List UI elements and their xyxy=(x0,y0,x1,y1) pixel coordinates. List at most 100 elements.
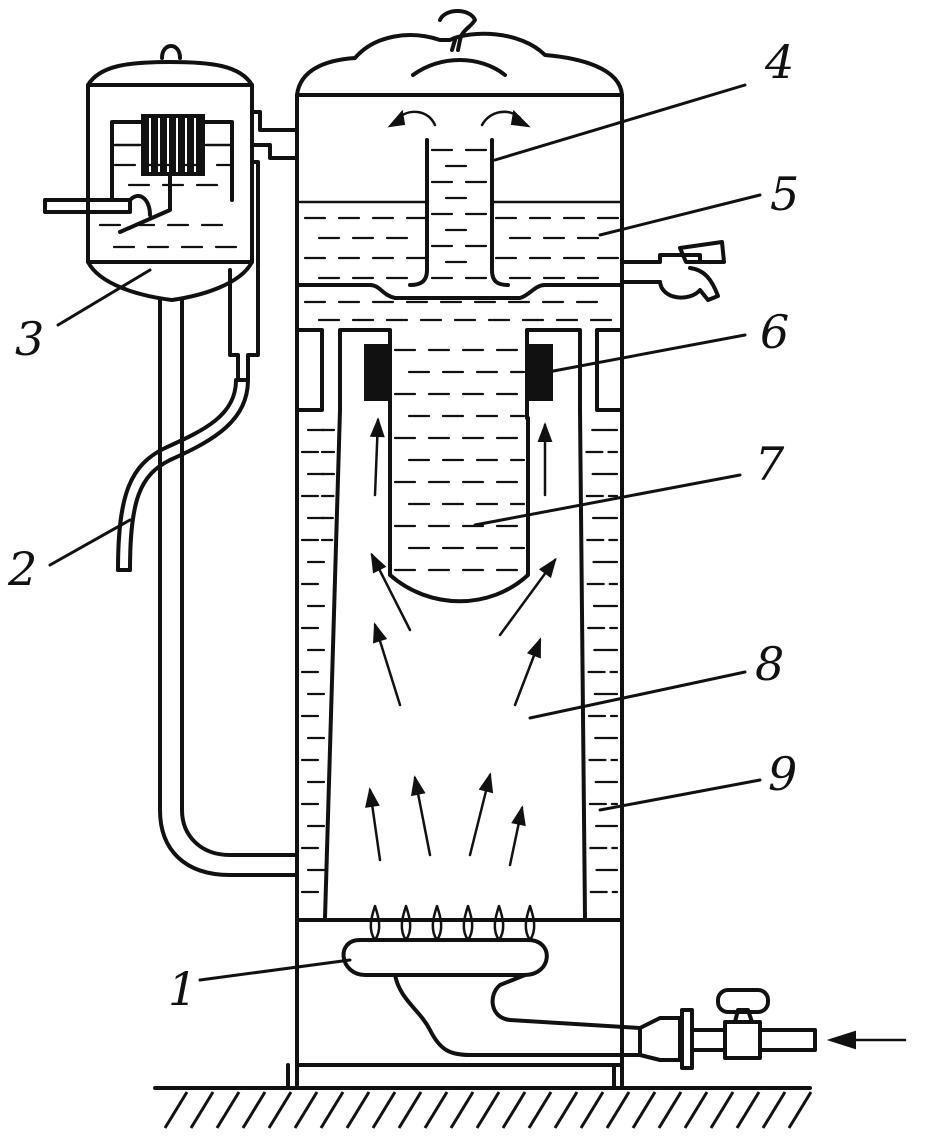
hatch-line xyxy=(215,1091,241,1129)
burner xyxy=(341,904,642,1057)
leader-2 xyxy=(48,518,132,567)
flow-arrowhead xyxy=(537,422,553,442)
flame xyxy=(524,904,536,942)
burner-flames xyxy=(369,904,536,942)
inlet-valve xyxy=(128,194,152,217)
hatch-line xyxy=(423,1091,449,1129)
label-5: 5 xyxy=(770,167,799,221)
combustion-chamber xyxy=(323,408,587,920)
coil-box-right xyxy=(525,328,582,420)
water-inner-pocket xyxy=(393,348,526,572)
hatch-line xyxy=(527,1091,553,1129)
heater-body xyxy=(286,9,624,1090)
hatch-line xyxy=(579,1091,605,1129)
float-ribs xyxy=(149,118,196,172)
vent-arrowhead-left xyxy=(387,109,406,128)
flame xyxy=(431,904,443,942)
overflow-pipe-outer xyxy=(128,378,250,572)
flow-arrowhead xyxy=(365,787,380,808)
gas-inlet xyxy=(638,988,907,1070)
flow-arrowhead xyxy=(478,772,494,794)
hatch-line xyxy=(787,1091,813,1129)
inlet-flange xyxy=(680,1008,694,1070)
water-upper-tank xyxy=(298,148,622,322)
flow-arrowhead xyxy=(369,417,385,438)
inner-pocket-outline xyxy=(388,416,530,604)
side-box-left xyxy=(295,328,324,412)
connector-top-upper xyxy=(250,110,299,132)
flow-arrowhead xyxy=(526,637,542,659)
tap-handle xyxy=(678,240,726,264)
hot-water-tap xyxy=(620,240,726,302)
gas-supply-pipe xyxy=(758,1028,817,1052)
callouts: 1 2 3 4 5 6 7 8 9 xyxy=(7,35,799,1016)
leader-7 xyxy=(473,473,742,527)
hatch-line xyxy=(449,1091,475,1129)
upper-tank-bottom xyxy=(295,283,624,300)
float-tank-knob xyxy=(160,44,182,60)
flame xyxy=(493,904,505,942)
hatch-line xyxy=(345,1091,371,1129)
label-6: 6 xyxy=(760,305,789,359)
burner-head xyxy=(341,938,549,977)
feed-pipe-outer xyxy=(158,298,299,877)
overflow-pipe-inner xyxy=(116,378,238,572)
connector-side-pipe xyxy=(250,160,260,270)
heat-element-left xyxy=(364,344,388,401)
tap-body xyxy=(620,253,722,284)
chamber-wall-right xyxy=(578,408,587,920)
hatch-line xyxy=(683,1091,709,1129)
top-handle xyxy=(438,9,477,52)
label-4: 4 xyxy=(764,35,794,89)
connector-top-lower xyxy=(250,143,299,160)
flue-gas-arrows xyxy=(365,417,557,867)
leader-6 xyxy=(546,333,747,374)
hatch-line xyxy=(267,1091,293,1129)
flame xyxy=(369,904,381,942)
flow-arrowhead xyxy=(538,557,557,579)
hatch-line xyxy=(631,1091,657,1129)
upper-tank xyxy=(295,109,624,322)
supply-pipes xyxy=(116,268,299,877)
label-7: 7 xyxy=(755,437,785,491)
heat-exchanger xyxy=(295,328,624,420)
water-inlet-pipe xyxy=(43,198,132,214)
leader-9 xyxy=(598,778,762,812)
burner-manifold xyxy=(393,973,642,1057)
inlet-pipe xyxy=(690,1028,727,1052)
float-lever xyxy=(118,173,172,234)
leader-3 xyxy=(56,268,152,327)
hatch-line xyxy=(735,1091,761,1129)
coil-box-left xyxy=(338,328,392,420)
side-box-right xyxy=(595,328,624,412)
flame xyxy=(400,904,412,942)
hatch-line xyxy=(553,1091,579,1129)
hatch-line xyxy=(397,1091,423,1129)
flow-arrowhead xyxy=(511,805,526,827)
vent-pipe-right xyxy=(490,138,510,287)
hatch-line xyxy=(475,1091,501,1129)
hatch-line xyxy=(319,1091,345,1129)
hatch-line xyxy=(657,1091,683,1129)
hatch-line xyxy=(605,1091,631,1129)
drain-valve xyxy=(228,268,260,382)
vent-pipe-left xyxy=(408,138,429,287)
label-1: 1 xyxy=(168,962,197,1016)
inlet-cone xyxy=(638,1016,682,1062)
water-jacket xyxy=(300,428,619,894)
ground-hatching xyxy=(163,1091,813,1129)
chamber-wall-left xyxy=(323,408,342,920)
feed-pipe-inner xyxy=(180,298,299,857)
label-3: 3 xyxy=(15,312,44,366)
float-tank xyxy=(43,44,299,302)
leader-8 xyxy=(528,670,747,720)
vent-arrowhead-right xyxy=(510,109,531,128)
hatch-line xyxy=(163,1091,189,1129)
tap-spout xyxy=(658,266,720,302)
hatch-line xyxy=(189,1091,215,1129)
inner-water-pocket xyxy=(388,348,530,604)
hatch-line xyxy=(761,1091,787,1129)
leader-5 xyxy=(598,193,762,237)
